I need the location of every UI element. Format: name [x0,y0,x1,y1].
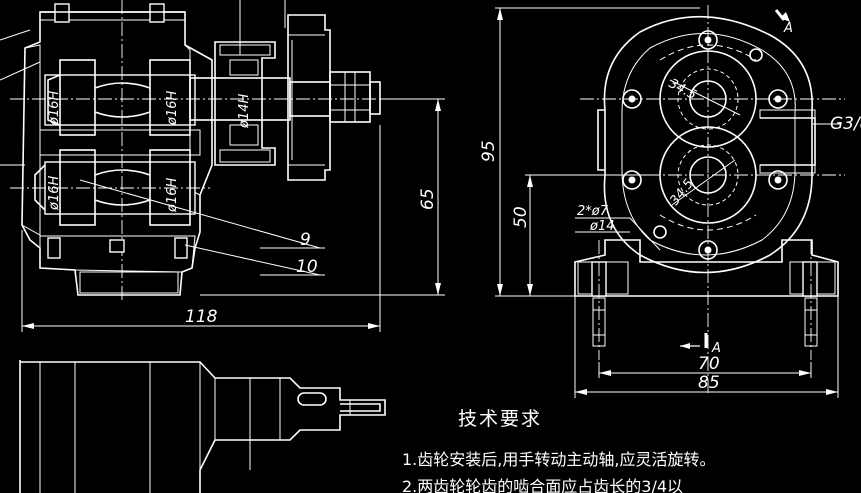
part-number-9: 9 [300,230,311,250]
arc-dimension-lower: 34.5 [667,176,697,208]
counterbore-label: ø14 [589,219,615,234]
svg-text:A: A [711,341,721,356]
housing-hatch-right [184,44,213,196]
housing-hatch-left [21,44,41,236]
dimension-85: 85 [698,373,720,393]
note-line-1: 1.齿轮安装后,用手转动主动轴,应灵活旋转。 [402,450,715,469]
part-number-10: 10 [296,257,318,277]
section-mark-top: A [774,9,793,36]
top-outline-view [19,360,386,493]
svg-text:A: A [783,21,793,36]
dimension-118: 118 [185,307,218,327]
dimension-95: 95 [479,140,499,162]
fit-label-1: ø16H [47,91,62,126]
bottom-bolt-1 [47,237,61,259]
bottom-bolt-2 [174,237,188,259]
shaft-nut [329,71,371,123]
notes-title: 技术要求 [458,408,542,430]
cover-bolts [622,30,788,260]
fit-label-2: ø16H [165,91,180,126]
handwheel [287,14,331,181]
housing-hatch-bottom [39,235,196,273]
base-foot-hatch [79,271,179,294]
sectional-front-view: ø16H ø16H ø16H ø16H ø14H 9 10 118 65 [0,0,445,332]
keyway-slot [297,392,327,406]
housing-hatch-mid [39,129,201,156]
cover-bolt-2 [149,3,165,23]
fit-label-3: ø16H [47,176,62,211]
fit-label-shaft: ø14H [237,94,252,129]
note-line-2: 2.两齿轮轮齿的啮合面应占齿长的3/4以 [402,477,683,493]
dimension-70: 70 [698,354,720,374]
side-view: G3/8 34.5 34.5 2*ø7 [479,5,861,398]
fit-label-4: ø16H [165,178,180,213]
thread-label: G3/8 [830,114,861,134]
holes-label: 2*ø7 [577,204,609,219]
outlet-port [760,117,816,166]
dimension-65: 65 [418,188,438,210]
technical-requirements: 技术要求 1.齿轮安装后,用手转动主动轴,应灵活旋转。 2.两齿轮轮齿的啮合面应… [402,408,715,493]
cover-bolt-1 [54,3,70,23]
packing-gland [214,41,276,166]
section-mark-bottom: A [680,333,721,356]
dimension-50: 50 [511,206,531,228]
